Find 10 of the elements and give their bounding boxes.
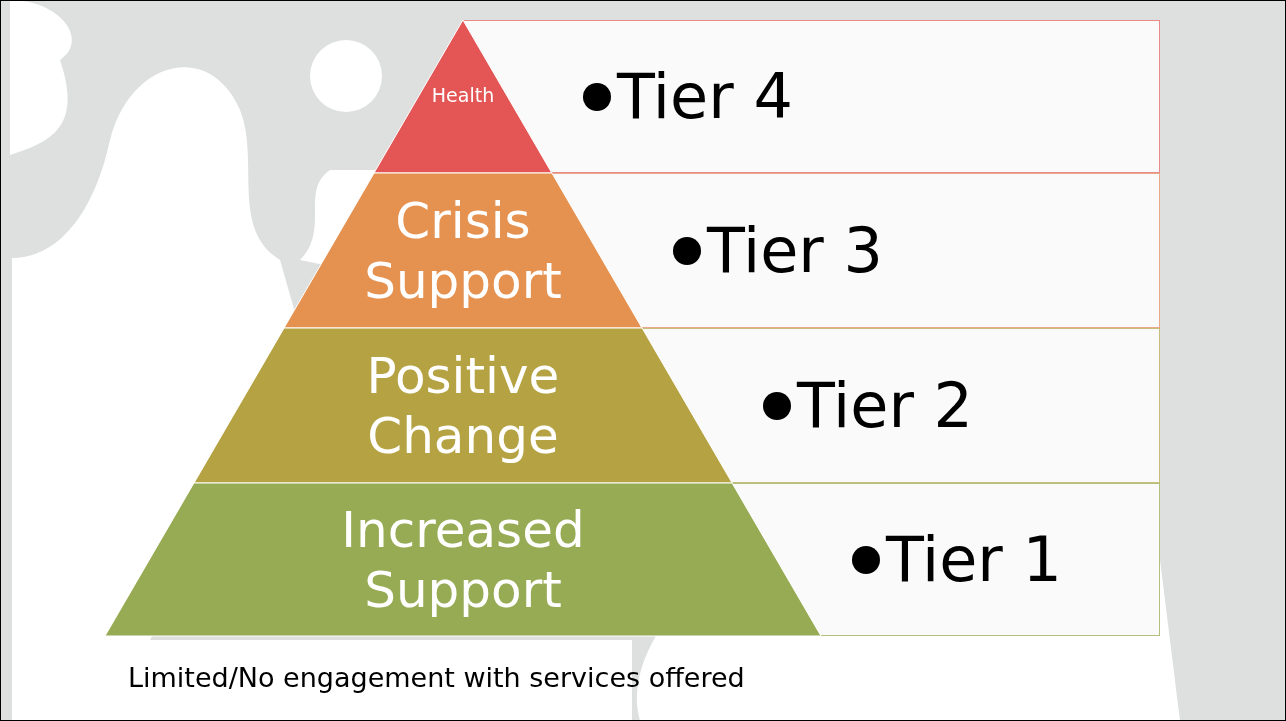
layer-label: Crisis Support <box>363 190 563 311</box>
tier-label: Tier 3 <box>707 214 883 287</box>
tier-label: Tier 1 <box>886 523 1062 596</box>
footnote: Limited/No engagement with services offered <box>128 662 745 693</box>
tier-label: Tier 2 <box>797 369 974 442</box>
layer-label: Increased Support <box>340 499 586 620</box>
layer-label: Health <box>431 83 495 107</box>
tier-box <box>642 328 1160 483</box>
layer-label: Positive Change <box>365 345 561 466</box>
tier-label: Tier 4 <box>616 60 793 133</box>
